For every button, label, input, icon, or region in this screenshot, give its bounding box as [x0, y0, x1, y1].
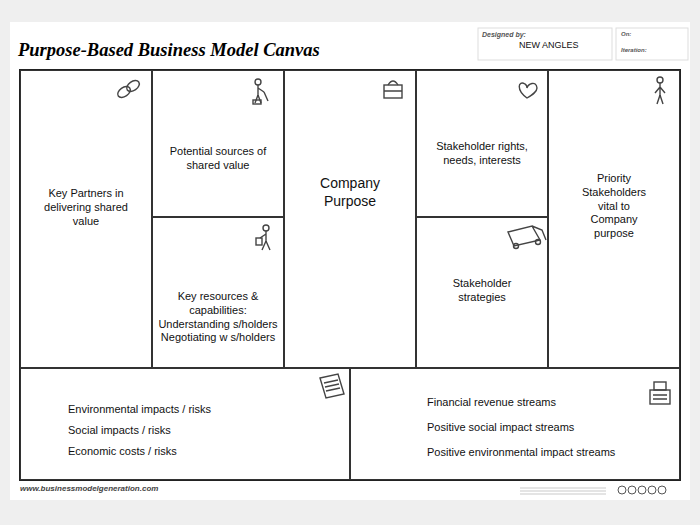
- stakeholder-needs-box: Stakeholder rights, needs, interests: [416, 70, 548, 217]
- box-label: Company Purpose: [310, 175, 390, 210]
- iteration-label: Iteration:: [621, 47, 647, 53]
- designer-name: NEW ANGLES: [519, 40, 579, 50]
- website-label: www.businessmodelgeneration.com: [20, 484, 158, 493]
- box-label: Priority Stakeholders vital to Company p…: [574, 172, 654, 241]
- box-label: Key resources & capabilities: Understand…: [154, 290, 282, 345]
- person-icon: [655, 77, 665, 104]
- box-label: Key Partners in delivering shared value: [31, 187, 141, 228]
- document-icon: [320, 374, 344, 398]
- purpose-box: Company Purpose: [284, 70, 416, 368]
- designer-label: Designed by:: [482, 31, 526, 38]
- shared-value-box: Potential sources of shared value: [152, 70, 284, 217]
- box-label: Potential sources of shared value: [163, 145, 273, 173]
- gift-icon: [384, 81, 402, 98]
- outer-frame: [20, 70, 680, 480]
- revenue-box: Financial revenue streamsPositive social…: [350, 368, 680, 480]
- designer-box: [478, 28, 612, 60]
- date-label: On:: [621, 31, 631, 37]
- heart-icon: [519, 83, 537, 98]
- license-icons: [520, 486, 666, 494]
- stream-text: Positive environmental impact streams: [427, 446, 700, 460]
- stream-text: Social impacts / risks: [68, 424, 392, 438]
- priority-stakeholders-box: Priority Stakeholders vital to Company p…: [548, 70, 680, 368]
- register-icon: [650, 382, 670, 404]
- box-label: Stakeholder rights, needs, interests: [427, 140, 537, 168]
- stream-text: Positive social impact streams: [427, 421, 700, 435]
- stream-text: Environmental impacts / risks: [68, 403, 392, 417]
- icons: [116, 77, 670, 404]
- worker-icon: [256, 225, 270, 250]
- truck-icon: [508, 226, 546, 249]
- stream-text: Financial revenue streams: [427, 396, 700, 410]
- sheet: [10, 22, 690, 500]
- resources-box: Key resources & capabilities: Understand…: [152, 217, 284, 368]
- date-box: [616, 28, 688, 60]
- stream-text: Economic costs / risks: [68, 445, 392, 459]
- stakeholder-strategies-box: Stakeholder strategies: [416, 217, 548, 368]
- person-icon: [253, 79, 268, 104]
- box-label: Stakeholder strategies: [437, 277, 527, 305]
- chain-icon: [116, 78, 142, 99]
- impacts-box: Environmental impacts / risksSocial impa…: [20, 368, 350, 480]
- canvas-title: Purpose-Based Business Model Canvas: [18, 40, 320, 61]
- key-partners-box: Key Partners in delivering shared value: [20, 70, 152, 368]
